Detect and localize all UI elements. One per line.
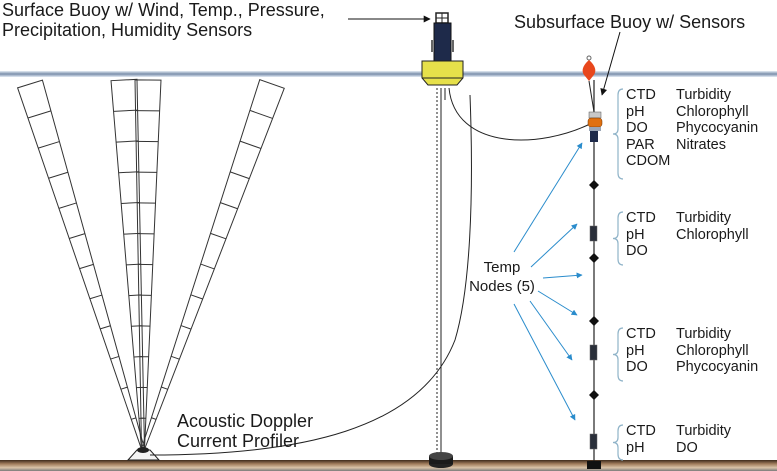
sensor-name: CDOM [626,153,671,169]
temp-node-diamond [589,180,599,190]
sensor-name: Chlorophyll [676,342,749,359]
adcp-label-line-2: Current Profiler [177,431,300,451]
sensor-name: Chlorophyll [676,226,749,243]
temp-node-diamond [589,390,599,400]
adcp-icon [126,447,161,461]
temp-node-arrow [529,300,573,361]
sensor-name: DO [676,439,698,456]
surface-buoy-label-line-2: Precipitation, Humidity Sensors [2,20,253,40]
sensor-row: CTD Turbidity [626,210,749,227]
sensor-name: DO [626,120,648,136]
sensor-group-4: CTD Turbidity pH DO [626,423,731,456]
temp-node-arrow [537,290,578,316]
sensor-row: pH DO [626,440,731,457]
sensor-name: Chlorophyll [676,103,749,120]
temp-node-arrow [513,142,583,253]
sensor-name: pH [626,103,645,120]
subsurface-anchor-icon [587,461,601,469]
sensor-row: DO [626,243,749,260]
sensor-name: DO [626,359,648,375]
adcp-beam [134,79,162,450]
sensor-name: Turbidity [676,326,732,342]
sensor-name: pH [626,342,645,359]
surface-buoy-label: Surface Buoy w/ Wind, Temp., Pressure, P… [2,0,325,40]
sensor-row: CTD Turbidity [626,326,758,343]
sensor-name: Phycocyanin [676,120,759,136]
sensor-name: Nitrates [676,136,726,153]
water-surface [0,71,777,77]
sensor-name: pH [626,439,645,456]
subsurface-buoy-label: Subsurface Buoy w/ Sensors [514,12,746,32]
surface-buoy-label-line-1: Surface Buoy w/ Wind, Temp., Pressure, [2,0,325,20]
sonde-node-icon [589,344,598,361]
adcp-beam [16,79,146,451]
sensor-brace [612,327,624,382]
surface-buoy-icon [421,12,464,86]
sensor-row: CTD Turbidity [626,423,731,440]
sensor-name: Turbidity [676,423,732,439]
sensor-row: DO Phycocyanin [626,359,758,376]
sensor-row: DO Phycocyanin [626,120,758,137]
adcp-label: Acoustic Doppler Current Profiler [177,411,313,451]
temp-node-arrow [513,303,576,421]
sensor-name: Phycocyanin [676,359,759,375]
sensor-name: CTD [626,87,656,103]
subsurface-buoy-pointer [600,31,621,96]
sensor-row: pH Chlorophyll [626,227,749,244]
sensor-name: Turbidity [676,210,732,226]
adcp-beams [16,78,285,451]
temp-nodes-label-line-1: Temp [483,259,521,276]
sensor-row: pH Chlorophyll [626,104,758,121]
sonde-node-icon [589,433,598,450]
sonde-node-icon [589,225,598,242]
sensor-name: pH [626,226,645,243]
adcp-beam [140,79,285,451]
subsurface-float-icon [582,55,596,113]
temp-node-arrow [530,223,578,268]
anchor-weight-icon [429,452,453,468]
sensor-name: DO [626,243,648,259]
temp-nodes-label-line-2: Nodes (5) [469,278,535,295]
sensor-brace [612,424,624,461]
sensor-brace [612,211,624,266]
subsurface-sensor-package-icon [587,111,603,142]
temp-nodes-label: Temp Nodes (5) [463,258,541,296]
adcp-label-line-1: Acoustic Doppler [177,411,314,431]
surface-to-subsurface-cable [448,87,595,141]
sensor-row: PAR Nitrates [626,137,758,154]
sensor-brace [612,88,624,180]
sensor-row: CDOM [626,153,758,170]
adcp-cable [149,94,472,456]
sensor-name: Turbidity [676,87,732,103]
temp-node-arrow [542,272,583,279]
seafloor [0,460,777,471]
sensor-name: CTD [626,326,656,342]
sensor-name: CTD [626,210,656,226]
sensor-row: CTD Turbidity [626,87,758,104]
temp-node-diamond [589,253,599,263]
sensor-name: PAR [626,136,655,153]
sensor-row: pH Chlorophyll [626,343,758,360]
temp-node-diamond [589,316,599,326]
sensor-name: CTD [626,423,656,439]
